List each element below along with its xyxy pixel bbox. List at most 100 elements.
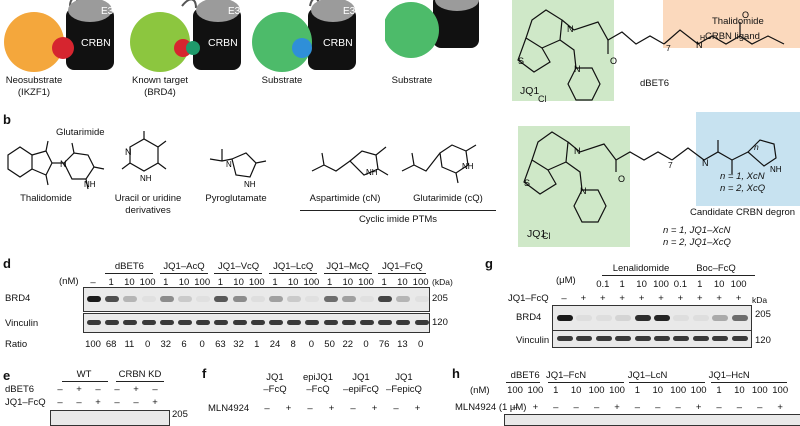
panel-d-dose-1: 1 — [108, 277, 114, 288]
panel-d-ratio-5: 6 — [181, 339, 187, 350]
svg-text:NH: NH — [462, 162, 474, 171]
panel-h-pm-6: – — [634, 402, 641, 413]
panel-d-brd4-band-17 — [396, 296, 411, 302]
svg-text:N: N — [574, 64, 581, 74]
panel-h-letter: h — [452, 366, 460, 381]
panel-d-vinculin-band-1 — [105, 320, 120, 325]
panel-h-pm-13: + — [777, 402, 783, 413]
panel-e-group-crbnkd: CRBN KD — [118, 369, 162, 380]
panel-d-dose-5: 10 — [178, 277, 190, 288]
panel-g-letter: g — [485, 256, 493, 271]
panel-d-group-line-5 — [378, 273, 427, 274]
panel-d-vinculin-band-3 — [141, 320, 156, 325]
panel-h-dose-12: 100 — [751, 385, 768, 396]
panel-d-brd4-band-18 — [414, 296, 429, 302]
panel-d-dose-6: 100 — [194, 277, 211, 288]
panel-h-dose-2: 1 — [553, 385, 559, 396]
panel-g-pm-3: + — [619, 293, 625, 304]
svg-text:N: N — [567, 24, 574, 34]
panel-g-um: (μM) — [556, 275, 576, 286]
panel-d-group-5: JQ1–FcQ — [382, 261, 423, 272]
n1-xcn: n = 1, XcN — [720, 171, 765, 182]
panel-g-vinculin-band-5 — [654, 336, 670, 341]
jq1-label-bottom: JQ1 — [527, 228, 547, 240]
panel-d-ratio-14: 22 — [342, 339, 354, 350]
svg-text:S: S — [518, 56, 524, 66]
panel-f-pm-1: + — [285, 403, 292, 414]
candidate-n-sub: n — [754, 142, 759, 152]
panel-g-kda: kDa — [752, 295, 768, 305]
panel-h-group-2: JQ1–LcN — [627, 370, 668, 381]
panel-d-brd4-band-1 — [105, 296, 120, 302]
svg-text:N: N — [60, 159, 67, 169]
panel-d-ratio-9: 1 — [254, 339, 260, 350]
panel-d-ratio-12: 0 — [308, 339, 315, 350]
panel-h-dose-5: 100 — [609, 385, 625, 396]
svg-text:O: O — [742, 10, 749, 20]
panel-h-pm-8: – — [675, 402, 681, 413]
panel-g-mw-205: 205 — [755, 309, 771, 320]
panel-h-dose-10: 1 — [716, 385, 722, 396]
panel-f-group-3-b: –FepicQ — [386, 384, 422, 395]
panel-h-blot — [504, 414, 800, 426]
panel-d-group-line-2 — [214, 273, 263, 274]
panel-d-dose-16: 1 — [381, 277, 387, 288]
panel-h-group-3: JQ1–HcN — [708, 370, 750, 381]
panel-d-mw-120: 120 — [432, 317, 448, 328]
panel-e-group-wt: WT — [76, 369, 92, 380]
panel-d-ratio-10: 24 — [269, 339, 281, 350]
panel-d-ratio-6: 0 — [199, 339, 205, 350]
panel-d-brd4-band-11 — [287, 296, 302, 302]
caption-brd4: (BRD4) — [144, 87, 176, 98]
panel-g-pm-1: + — [580, 293, 587, 304]
panel-d-dose-8: 10 — [233, 277, 244, 288]
panel-g-group-bocfcq: Boc–FcQ — [696, 263, 736, 274]
panel-d-vinculin-band-8 — [232, 320, 247, 325]
panel-h-group-1: JQ1–FcN — [545, 370, 587, 381]
panel-g-dose-1: 1 — [619, 279, 625, 290]
svg-text:S: S — [524, 178, 530, 188]
panel-h-pm-10: – — [716, 402, 722, 413]
panel-g-brd4-band-4 — [634, 315, 651, 321]
panel-h-group-0: dBET6 — [510, 370, 540, 381]
caption-substrate-2: Substrate — [391, 75, 433, 86]
panel-h-dose-13: 100 — [772, 385, 789, 396]
panel-f-pm-3: + — [328, 403, 335, 414]
panel-f-group-1-a: epiJQ1 — [302, 372, 334, 383]
candidate-sub7: 7 — [668, 160, 673, 170]
panel-d-ratio-2: 11 — [124, 339, 135, 350]
panel-d-row-brd4: BRD4 — [5, 293, 31, 304]
panel-e-dbet6-pm-5: – — [152, 384, 158, 395]
panel-d-vinculin-band-4 — [159, 320, 174, 325]
panel-g-pm-5: + — [658, 293, 664, 304]
panel-h-pm-1: + — [532, 402, 539, 413]
panel-d-dose-4: 1 — [163, 277, 169, 288]
cartoon-neosubstrate — [4, 0, 114, 72]
panel-e-dbet6-pm-4: + — [133, 384, 139, 395]
panel-g-brd4-band-0 — [557, 315, 573, 321]
panel-d-dose-0: – — [90, 277, 96, 288]
degron-highlight — [696, 112, 800, 206]
panel-d-row-vinculin: Vinculin — [5, 318, 39, 329]
jq1-label-top: JQ1 — [520, 85, 540, 97]
panel-g-vinculin-band-6 — [673, 336, 690, 341]
caption-ikzf1: (IKZF1) — [17, 87, 51, 98]
panel-d-vinculin-band-14 — [341, 320, 356, 325]
panel-d-brd4-band-4 — [159, 296, 174, 302]
panel-d-dose-2: 10 — [124, 277, 135, 288]
panel-h-pm-11: – — [736, 402, 743, 413]
candidate-skeleton: N N S O N NH — [523, 131, 782, 223]
panel-h-dose-4: 100 — [588, 385, 605, 396]
panel-h-group-line-0 — [506, 382, 540, 383]
panel-g-dose-4: 0.1 — [673, 279, 687, 290]
cyclic-imide-label: Cyclic imide PTMs — [358, 214, 438, 225]
panel-h-mln: MLN4924 (1 μM) — [455, 402, 527, 413]
panel-d-ratio-16: 76 — [378, 339, 390, 350]
panel-d-ratio-1: 68 — [105, 339, 117, 350]
panel-d-vinculin-band-15 — [360, 320, 374, 325]
panel-g-pm-7: + — [697, 293, 703, 304]
panel-g-pm-4: + — [638, 293, 645, 304]
panel-f-pm-6: – — [393, 403, 399, 414]
panel-d-vinculin-band-11 — [287, 320, 302, 325]
panel-g-vinculin-band-8 — [712, 336, 729, 341]
